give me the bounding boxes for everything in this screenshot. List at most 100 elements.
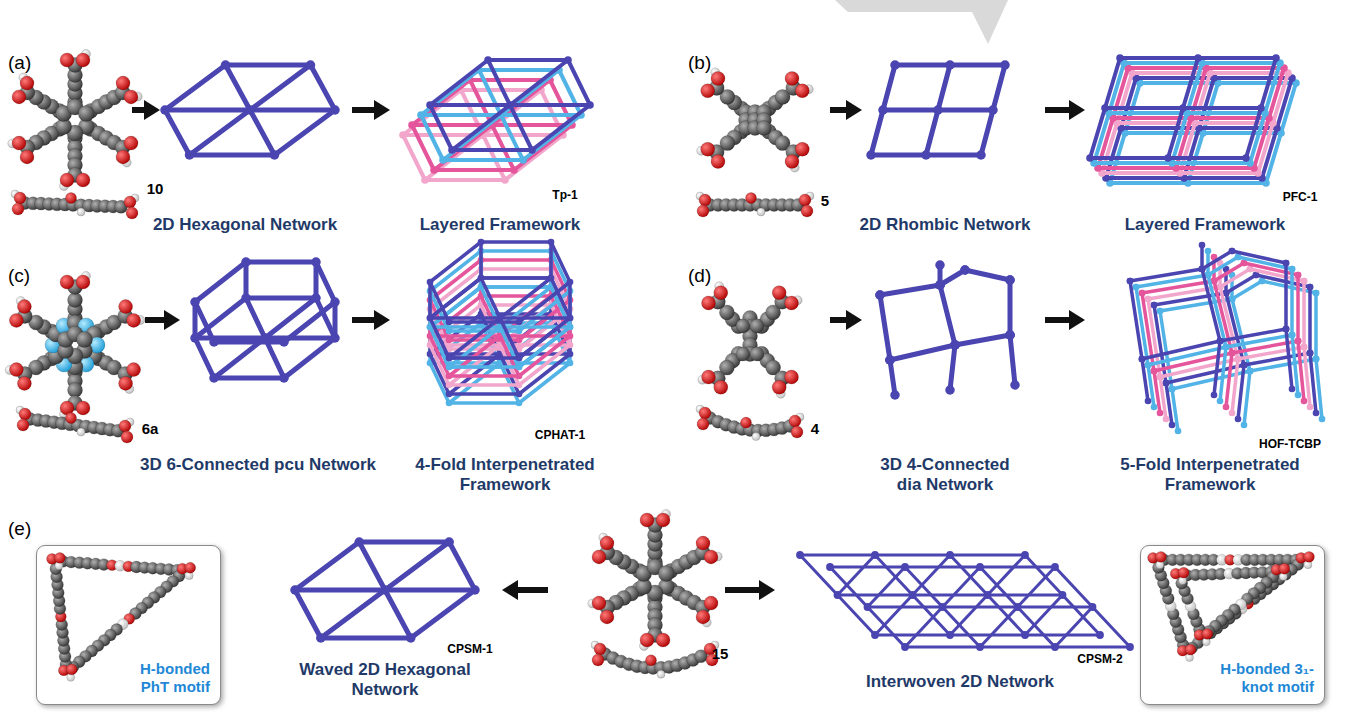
network-edge <box>1314 293 1318 359</box>
framework-code: CPHAT-1 <box>535 428 585 442</box>
network-edge <box>913 594 988 597</box>
atom <box>592 596 606 610</box>
network-node <box>1005 330 1015 340</box>
atom <box>741 417 752 428</box>
network-edge <box>1200 245 1204 269</box>
rhombic-net <box>1086 54 1280 162</box>
network-node <box>1235 356 1242 363</box>
network-node <box>1241 260 1248 267</box>
atom <box>600 536 614 550</box>
network-edge <box>500 327 519 367</box>
network-node <box>245 105 255 115</box>
network-node <box>885 355 895 365</box>
network-edge <box>295 588 385 593</box>
network-edge <box>452 105 510 150</box>
arrow-head <box>846 100 862 120</box>
network-edge <box>871 153 926 158</box>
network-node <box>516 382 523 389</box>
network-caption: Waved 2D Hexagonal Network <box>285 660 485 701</box>
network-node <box>501 176 509 184</box>
network-node <box>1139 290 1146 297</box>
network-edge <box>425 178 505 182</box>
atom <box>17 300 31 314</box>
network-edge <box>1055 646 1130 649</box>
atom <box>77 428 85 436</box>
network-node <box>1223 344 1230 351</box>
network-edge <box>1172 161 1250 165</box>
network-node <box>1295 392 1302 399</box>
atom <box>60 275 74 289</box>
atom <box>19 408 31 420</box>
network-edge <box>430 278 481 318</box>
network-node <box>1145 296 1152 303</box>
network-edge <box>214 338 265 378</box>
hexagonal-net <box>399 86 567 184</box>
network-node <box>290 585 300 595</box>
dia-net <box>1127 242 1296 405</box>
network-node <box>1151 404 1158 411</box>
network-node <box>478 239 485 246</box>
network-edge <box>955 335 1010 345</box>
network-edge <box>1018 607 1056 647</box>
hbond-motif <box>1148 551 1315 661</box>
motif-inset: H-bonded 3₁-knot motif <box>1140 545 1325 705</box>
network-node <box>1307 350 1314 357</box>
atom <box>799 194 811 206</box>
hexagonal-net <box>426 56 594 154</box>
network-edge <box>195 298 246 338</box>
network-node <box>1313 290 1320 297</box>
network-edge <box>1261 58 1276 108</box>
network-edge <box>195 262 246 302</box>
network-edge <box>943 606 1018 609</box>
network-edge <box>1025 555 1063 595</box>
hbond-motif <box>1170 563 1289 645</box>
network-edge <box>244 262 249 298</box>
network-edge <box>449 383 519 387</box>
reaction-arrow <box>352 310 390 330</box>
network-edge <box>430 327 449 367</box>
network-node <box>1307 350 1314 357</box>
network-node <box>1211 392 1218 399</box>
molecule-model <box>8 50 142 191</box>
network-edge <box>883 65 895 110</box>
network-node <box>1283 326 1290 333</box>
network-node <box>1289 386 1296 393</box>
network-edge <box>519 327 570 367</box>
network-edge <box>481 276 551 280</box>
network-node <box>406 633 416 643</box>
atom <box>78 106 94 122</box>
network-node <box>946 551 954 559</box>
network-node <box>935 280 945 290</box>
atom <box>785 72 799 86</box>
arrow-head <box>502 580 518 600</box>
pcu-net <box>427 239 574 362</box>
atom <box>20 76 34 90</box>
network-edge <box>311 65 336 110</box>
network-node <box>1157 374 1164 381</box>
network-edge <box>481 249 551 253</box>
network-edge <box>479 242 483 278</box>
rhombic-net <box>1090 59 1284 167</box>
network-node <box>1151 368 1158 375</box>
network-edge <box>1226 275 1256 293</box>
network-node <box>1313 410 1320 417</box>
network-node <box>241 257 251 267</box>
network-node <box>1151 368 1158 375</box>
network-node <box>1139 356 1146 363</box>
atom <box>702 296 716 310</box>
atom <box>1176 577 1188 589</box>
arrow-shaft <box>725 587 763 593</box>
atom <box>20 150 34 164</box>
network-edge <box>500 278 551 318</box>
compound-number: 15 <box>712 645 729 663</box>
network-node <box>1151 302 1158 309</box>
network-edge <box>1244 371 1250 425</box>
motif-caption: H-bonded 3₁-knot motif <box>1196 660 1314 696</box>
network-node <box>1307 284 1314 291</box>
network-edge <box>265 336 335 341</box>
network-node <box>510 166 518 174</box>
atom <box>66 193 77 204</box>
atom <box>66 413 77 424</box>
network-edge <box>943 607 981 647</box>
atom <box>12 136 26 150</box>
